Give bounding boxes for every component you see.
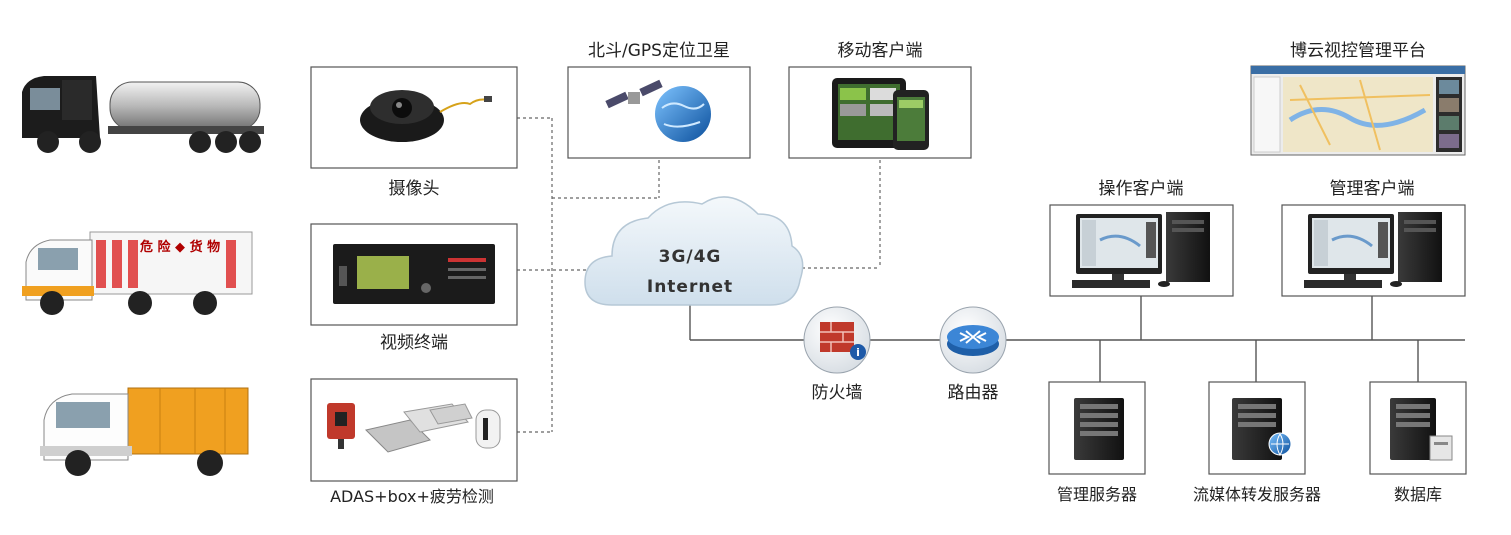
video-terminal-node: 视频终端 bbox=[310, 223, 518, 353]
adas-kit-icon bbox=[327, 403, 501, 453]
adas-node: ADAS+box+疲劳检测 bbox=[310, 378, 518, 506]
database-node: 数据库 bbox=[1369, 381, 1467, 504]
router-icon bbox=[947, 325, 999, 356]
manager-client-label: 管理客户端 bbox=[1330, 179, 1415, 199]
cloud-internet-label: Internet bbox=[647, 277, 733, 297]
mdvr-device-icon bbox=[333, 244, 495, 304]
streaming-server-node: 流媒体转发服务器 bbox=[1193, 381, 1321, 504]
server-tower-icon bbox=[1074, 398, 1124, 460]
streaming-server-label: 流媒体转发服务器 bbox=[1193, 485, 1321, 504]
desktop-pc-icon bbox=[1072, 212, 1210, 288]
database-label: 数据库 bbox=[1394, 485, 1442, 504]
adas-label: ADAS+box+疲劳检测 bbox=[330, 487, 494, 506]
platform-map-screenshot bbox=[1250, 65, 1466, 156]
server-globe-icon bbox=[1232, 398, 1292, 460]
operator-client-label: 操作客户端 bbox=[1099, 179, 1184, 199]
platform-node: 博云视控管理平台 bbox=[1250, 41, 1466, 156]
dashed-links bbox=[517, 117, 881, 433]
svg-text:i: i bbox=[856, 346, 860, 359]
operator-client-node: 操作客户端 bbox=[1049, 179, 1234, 297]
internet-cloud: 3G/4G Internet bbox=[584, 196, 804, 306]
firewall-label: 防火墙 bbox=[812, 383, 863, 403]
management-server-node: 管理服务器 bbox=[1048, 381, 1146, 504]
hazard-box-truck-image: 危 险 ◆ 货 物 bbox=[22, 231, 253, 315]
video-terminal-label: 视频终端 bbox=[380, 333, 448, 353]
router-node: 路由器 bbox=[939, 306, 1007, 403]
tablet-phone-icon bbox=[832, 78, 929, 150]
router-label: 路由器 bbox=[948, 383, 999, 403]
tanker-truck-image bbox=[22, 76, 264, 153]
database-server-icon bbox=[1390, 398, 1453, 461]
satellite-globe-icon bbox=[605, 79, 711, 142]
camera-node: 摄像头 bbox=[310, 66, 518, 199]
satellite-node: 北斗/GPS定位卫星 bbox=[567, 41, 751, 159]
camera-label: 摄像头 bbox=[389, 179, 440, 199]
mobile-client-label: 移动客户端 bbox=[838, 41, 923, 61]
dome-camera-icon bbox=[360, 90, 492, 142]
firewall-node: i 防火墙 bbox=[803, 306, 871, 403]
manager-client-node: 管理客户端 bbox=[1281, 179, 1466, 297]
platform-label: 博云视控管理平台 bbox=[1290, 41, 1426, 61]
mobile-client-node: 移动客户端 bbox=[788, 41, 972, 159]
cloud-network-label: 3G/4G bbox=[659, 247, 722, 267]
orange-box-truck-image bbox=[40, 387, 249, 476]
hazard-label-text: 危 险 ◆ 货 物 bbox=[140, 239, 220, 255]
firewall-icon: i bbox=[820, 322, 866, 360]
management-server-label: 管理服务器 bbox=[1057, 485, 1137, 504]
desktop-pc-icon bbox=[1304, 212, 1442, 288]
satellite-label: 北斗/GPS定位卫星 bbox=[588, 41, 730, 61]
